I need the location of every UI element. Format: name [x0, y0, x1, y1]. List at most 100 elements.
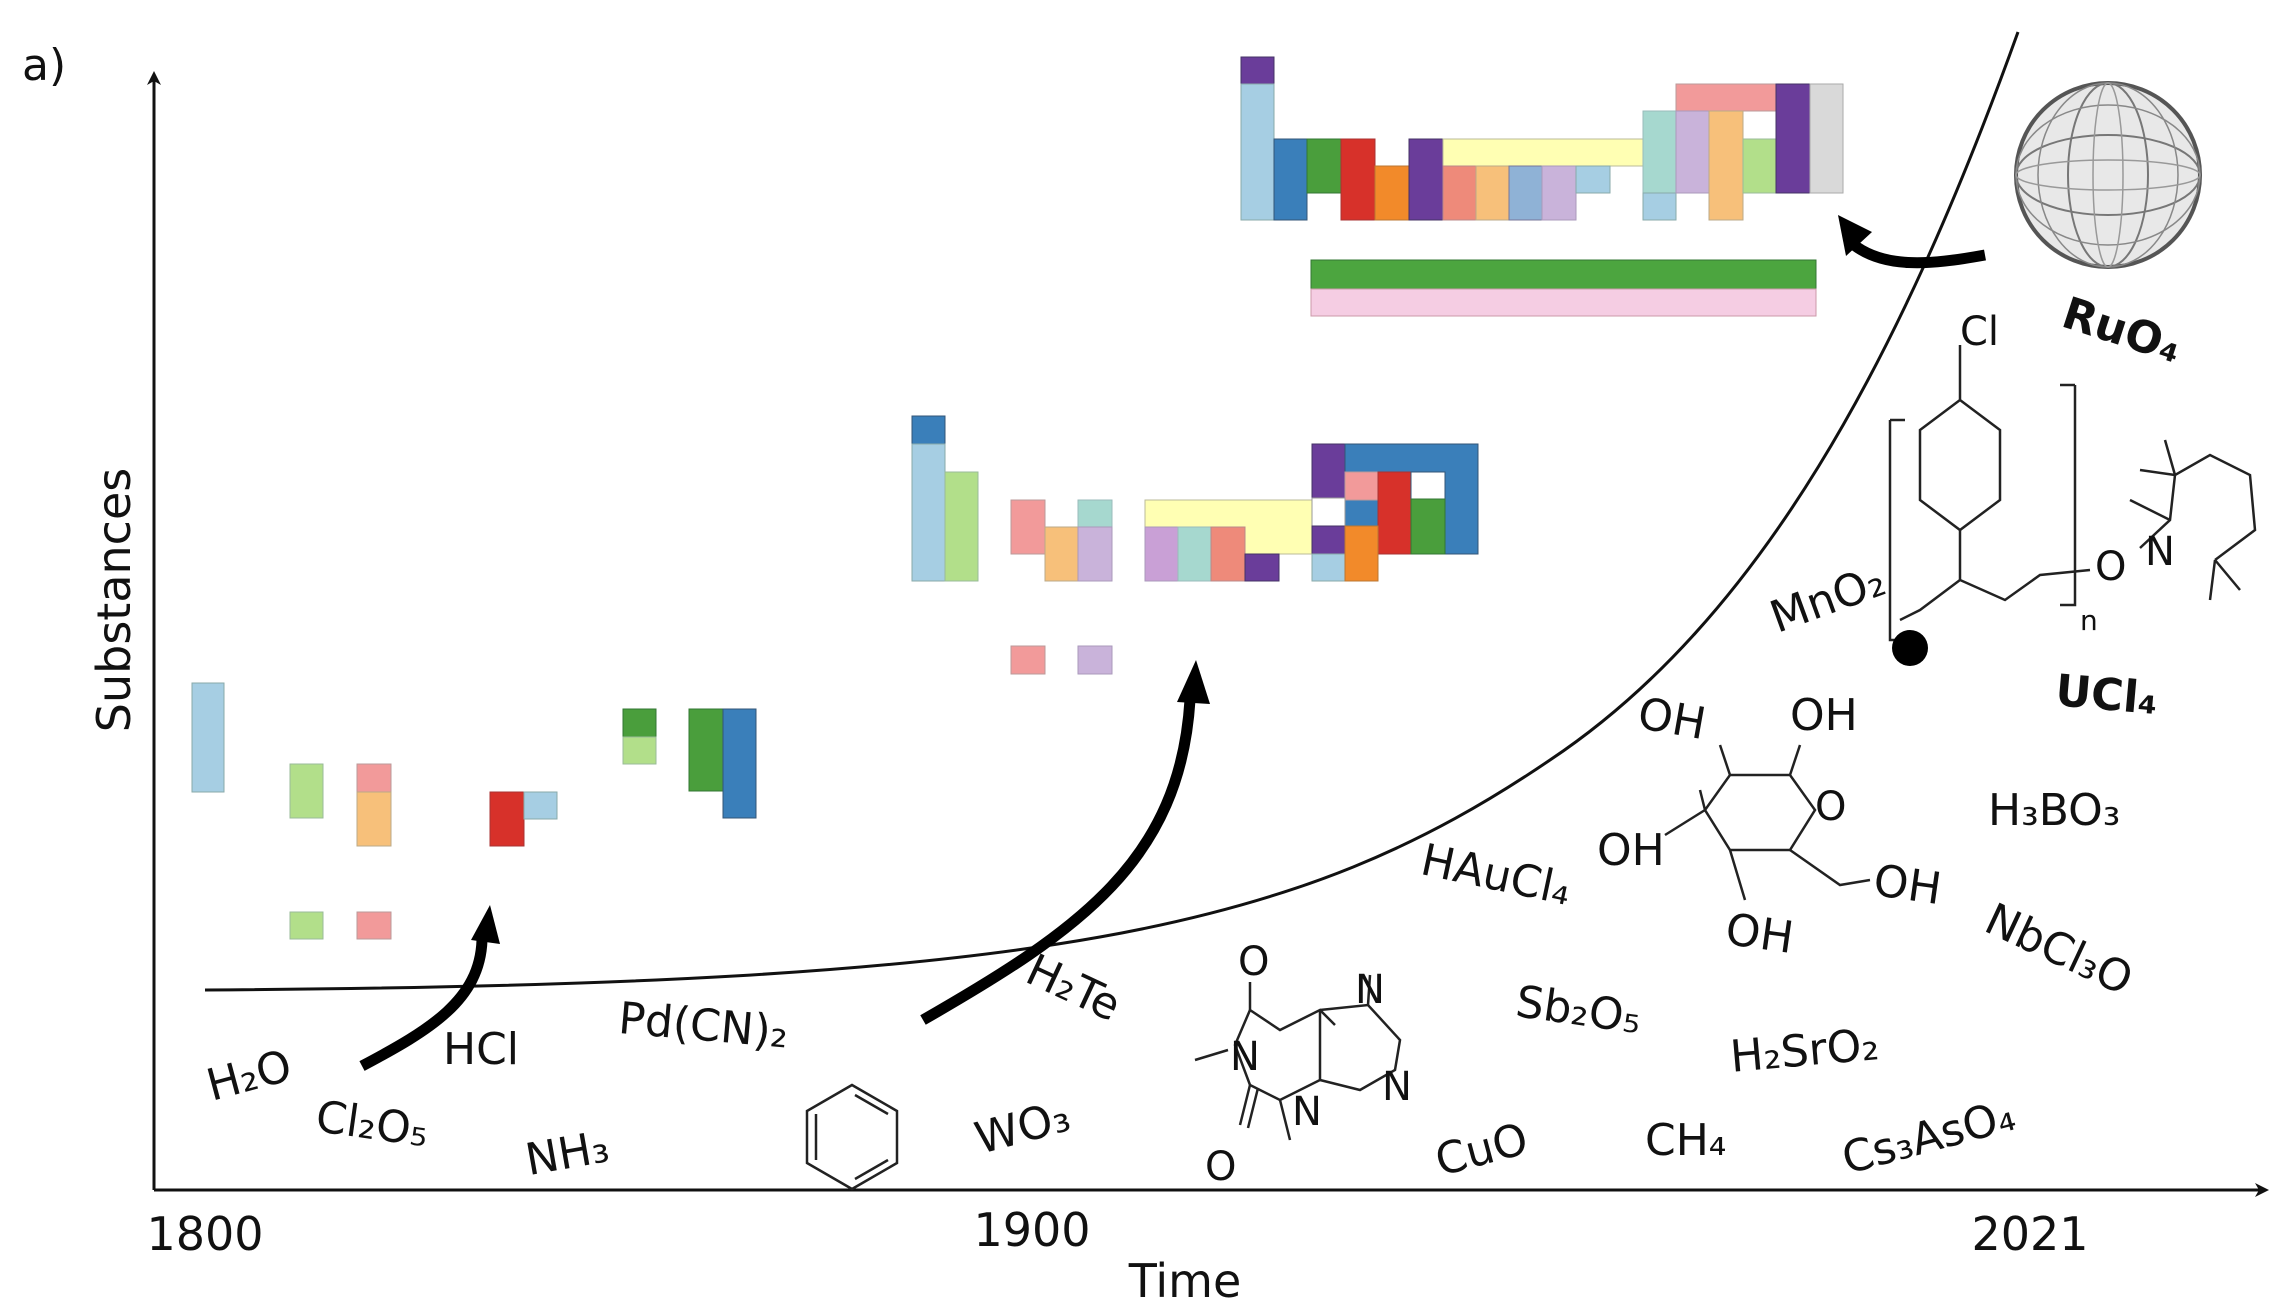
block	[289, 763, 324, 819]
block	[191, 682, 225, 793]
panel-label: a)	[22, 40, 66, 91]
block	[1077, 645, 1113, 675]
block	[1010, 499, 1046, 555]
block	[1410, 471, 1446, 500]
fullerene-icon	[2014, 81, 2202, 269]
block	[1311, 525, 1346, 555]
block	[1311, 443, 1346, 499]
block	[722, 708, 757, 819]
block	[1306, 138, 1342, 194]
block	[1210, 526, 1246, 582]
caffeine-structure: O N N O N N	[1194, 939, 1412, 1190]
chem-label: Cs₃AsO₄	[1837, 1090, 2021, 1185]
arrow-2-head	[1177, 660, 1210, 704]
block	[1044, 526, 1079, 582]
chem-label: H₂SrO₂	[1728, 1019, 1881, 1083]
block	[1344, 471, 1379, 501]
block	[1144, 526, 1179, 582]
glucose-structure: OH OH OH OH OH O	[1597, 688, 1945, 964]
benzene-structure	[805, 1083, 899, 1191]
block	[1377, 471, 1412, 555]
x-tick-1900: 1900	[973, 1203, 1090, 1257]
x-tick-2021: 2021	[1971, 1207, 2088, 1261]
long-pink-bar	[1310, 288, 1817, 317]
x-tick-1800: 1800	[146, 1207, 263, 1261]
block	[1508, 165, 1543, 221]
block	[1311, 497, 1346, 527]
polymer-atom: Cl	[1960, 309, 1999, 355]
long-green-bar	[1310, 259, 1817, 290]
block	[1344, 525, 1379, 582]
x-axis-label: Time	[1128, 1254, 1242, 1308]
block	[1675, 110, 1710, 194]
block	[1809, 83, 1844, 194]
block	[1742, 138, 1777, 194]
arrow-3-shaft	[1844, 235, 1986, 269]
block	[688, 708, 724, 792]
block	[1077, 499, 1113, 528]
arrow-1-head	[471, 905, 500, 944]
block	[1442, 165, 1477, 221]
block	[1410, 498, 1446, 555]
polymer-atom: N	[2145, 529, 2175, 575]
polymer-atom: O	[2095, 544, 2126, 590]
caffeine-atom: N	[1230, 1034, 1260, 1080]
chem-label: H₂O	[201, 1040, 297, 1111]
glucose-atom: OH	[1634, 688, 1710, 750]
resin-bead-icon	[1892, 630, 1928, 666]
block	[1240, 56, 1275, 85]
chem-label: Pd(CN)₂	[616, 993, 790, 1059]
blocks-1800s	[191, 682, 757, 940]
block	[944, 471, 979, 582]
block	[911, 415, 946, 445]
arrow-1-shaft	[359, 939, 488, 1071]
block	[622, 736, 657, 765]
caffeine-atom: N	[1355, 967, 1385, 1013]
chem-label: Cl₂O₅	[313, 1091, 432, 1157]
block	[622, 708, 657, 738]
chem-label: NbCl₃O	[1977, 894, 2140, 1006]
block	[1775, 83, 1811, 194]
caffeine-atom: O	[1238, 939, 1269, 985]
polymer-structure: Cl O N n	[1888, 309, 2257, 666]
arrow-3-head	[1838, 215, 1872, 256]
chem-label: HAuCl₄	[1417, 834, 1576, 915]
block	[1273, 138, 1308, 221]
block	[1442, 138, 1644, 167]
chem-label: HCl	[443, 1024, 519, 1075]
block	[1077, 526, 1113, 582]
block	[1177, 526, 1212, 582]
chem-label: H₃BO₃	[1988, 785, 2120, 836]
blocks-2000s	[1240, 56, 1844, 317]
block	[1340, 138, 1376, 221]
glucose-atom: OH	[1597, 825, 1665, 876]
progress-arrows	[359, 215, 1986, 1071]
block	[1675, 83, 1777, 112]
block	[1541, 165, 1577, 221]
block	[1374, 165, 1410, 221]
caffeine-atom: N	[1382, 1064, 1412, 1110]
chem-label: WO₃	[970, 1091, 1076, 1165]
caffeine-atom: N	[1292, 1089, 1322, 1135]
block	[356, 791, 392, 847]
block	[356, 911, 392, 940]
chem-label: MnO₂	[1764, 555, 1892, 643]
block	[356, 763, 392, 793]
chem-label: RuO₄	[2056, 288, 2188, 374]
chem-label: CuO	[1430, 1113, 1533, 1186]
glucose-atom: OH	[1790, 690, 1858, 741]
block	[1240, 83, 1275, 221]
glucose-atom: OH	[1723, 904, 1797, 964]
block	[1642, 192, 1677, 221]
polymer-atom: n	[2080, 604, 2098, 637]
block	[1408, 138, 1444, 221]
block	[489, 791, 525, 847]
growth-curve	[204, 31, 2020, 992]
glucose-atom: OH	[1870, 855, 1944, 915]
glucose-atom: O	[1815, 784, 1846, 830]
chem-label: NH₃	[522, 1121, 613, 1186]
caffeine-atom: O	[1205, 1144, 1236, 1190]
chem-label: UCl₄	[2053, 665, 2159, 725]
y-axis-label: Substances	[87, 468, 141, 732]
